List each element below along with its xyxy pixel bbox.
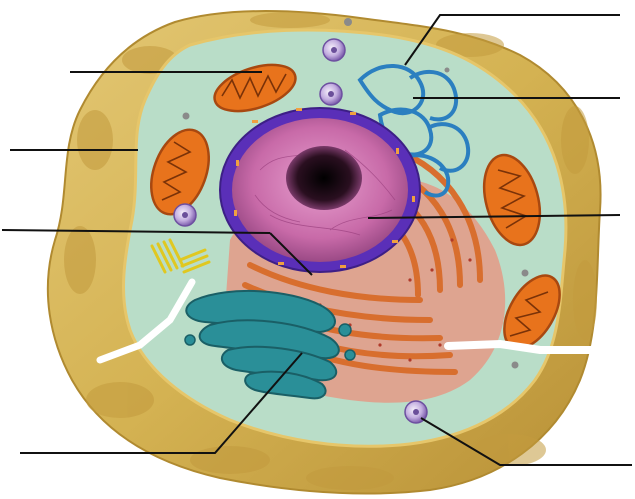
nucleolus <box>286 146 362 210</box>
